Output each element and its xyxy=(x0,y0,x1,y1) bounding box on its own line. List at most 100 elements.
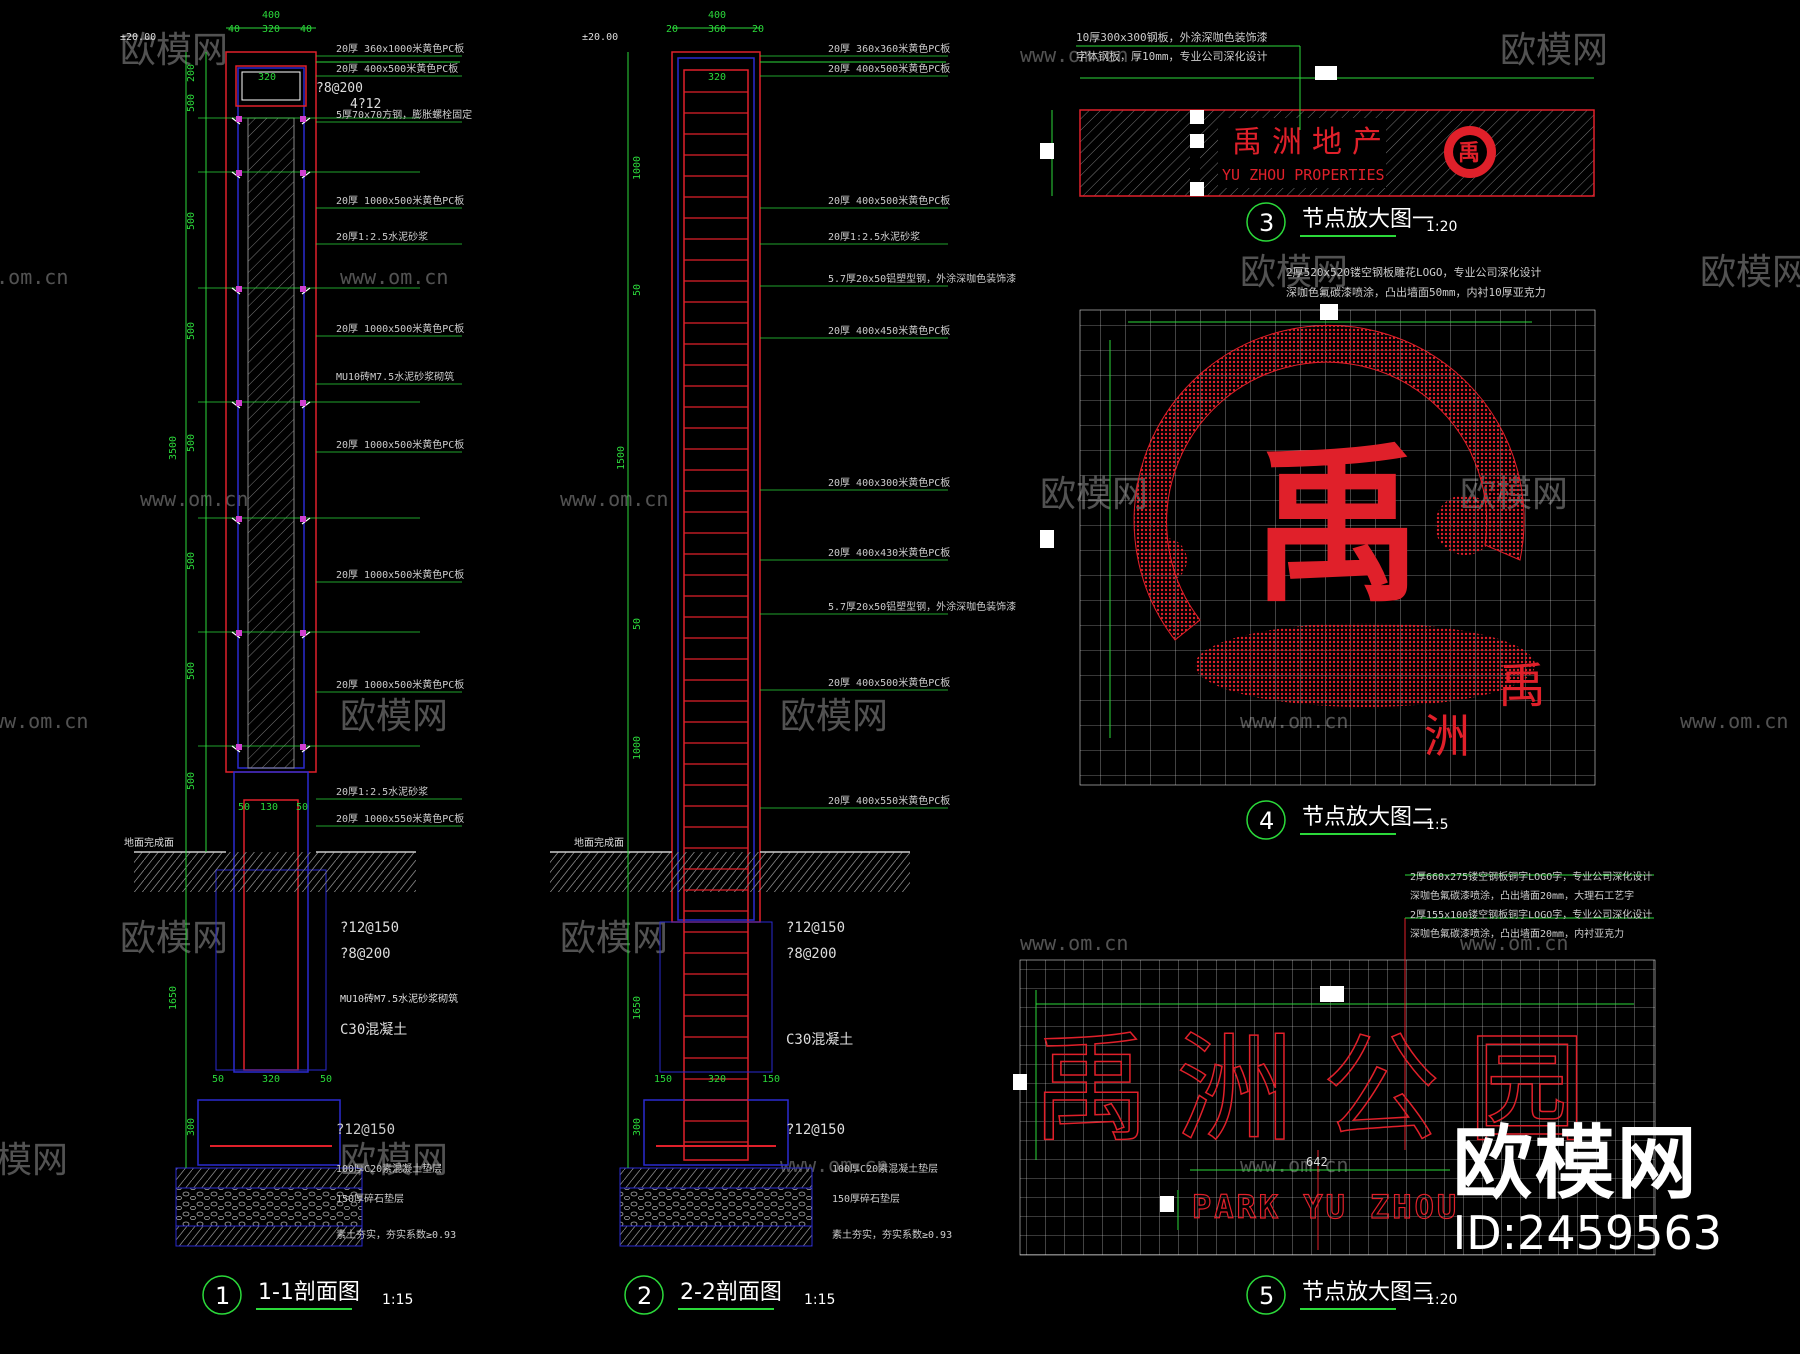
title-number-circle xyxy=(624,1275,664,1315)
title-scale: 1:20 xyxy=(1426,219,1457,235)
section-1-inner-dim: 4?12 xyxy=(350,97,381,112)
section-1-top-dim: 40 xyxy=(300,24,312,35)
section-1-dim: 300 xyxy=(186,1118,197,1136)
section-2-2-panel-joints xyxy=(684,91,748,1143)
watermark-text: www.om.cn xyxy=(0,709,88,733)
section-1-label: MU10砖M7.5水泥砂浆砌筑 xyxy=(336,370,454,383)
section-1-label: 20厚 400x500米黄色PC板 xyxy=(336,62,458,75)
detail-4-note-2: 深咖色氟碳漆喷涂，凸出墙面50mm，内衬10厚亚克力 xyxy=(1286,285,1546,299)
section-1-foot-label: ?8@200 xyxy=(340,946,391,962)
section-2-dim: 1500 xyxy=(616,446,627,470)
section-1-dim: 500 xyxy=(186,552,197,570)
watermark-text: www.om.cn xyxy=(340,265,448,289)
title-number: 5 xyxy=(1259,1282,1274,1310)
section-2-foot-label: 100厚C20素混凝土垫层 xyxy=(832,1162,938,1175)
section-2-dim: 50 xyxy=(632,284,643,296)
section-1-1 xyxy=(134,27,460,1247)
section-2-foot-label: 150厚碎石垫层 xyxy=(832,1192,900,1205)
section-1-inner-dim: 320 xyxy=(262,1074,280,1085)
section-2-ground: 地面完成面 xyxy=(574,836,624,849)
section-1-foot-label: 素土夯实，夯实系数≥0.93 xyxy=(336,1228,456,1241)
section-2-label: 20厚 400x500米黄色PC板 xyxy=(828,194,950,207)
detail-5-dim: 642 xyxy=(1306,1155,1328,1169)
detail-5 xyxy=(1013,874,1656,1256)
title-scale: 1:15 xyxy=(804,1292,835,1308)
section-1-label: 20厚 1000x500米黄色PC板 xyxy=(336,678,464,691)
section-1-dim: 3500 xyxy=(168,436,179,460)
detail-5-note-2: 深咖色氟碳漆喷涂，凸出墙面20mm，大理石工艺字 xyxy=(1410,889,1634,902)
detail-5-texts: 2厚660x275镂空钢板铜字LOGO字，专业公司深化设计 深咖色氟碳漆喷涂，凸… xyxy=(1031,870,1652,1227)
detail-3-sign-cn: 禹洲地产 xyxy=(1232,125,1392,160)
section-1-inner-dim: 130 xyxy=(260,802,278,813)
detail-3-note-2: 字体钢板，厚10mm，专业公司深化设计 xyxy=(1076,49,1268,63)
title-number: 3 xyxy=(1259,209,1274,237)
section-1-foot-label: 100厚C20素混凝土垫层 xyxy=(336,1162,442,1175)
watermark-text: 欧模网 xyxy=(1500,30,1608,71)
section-1-dim: 500 xyxy=(186,662,197,680)
section-2-top-dim: 360 xyxy=(708,24,726,35)
section-2-inner-dim: 150 xyxy=(762,1074,780,1085)
section-1-label: 20厚 1000x550米黄色PC板 xyxy=(336,812,464,825)
section-1-inner-dim: ?8@200 xyxy=(316,81,363,96)
section-2-level: ±20.00 xyxy=(582,32,618,43)
section-1-label: 20厚1:2.5水泥砂浆 xyxy=(336,785,428,798)
detail-3-texts: 10厚300x300钢板，外涂深咖色装饰漆 字体钢板，厚10mm，专业公司深化设… xyxy=(1076,30,1480,184)
section-1-dim: 200 xyxy=(186,64,197,82)
section-1-foot-label: C30混凝土 xyxy=(340,1022,407,1038)
watermark-text: 欧模网 xyxy=(120,918,228,959)
section-1-ground: 地面完成面 xyxy=(124,836,174,849)
detail-5-note-3: 2厚155x100镂空钢板铜字LOGO字，专业公司深化设计 xyxy=(1410,908,1652,921)
detail-4-small-char-1: 禹 xyxy=(1498,658,1546,714)
watermark-text: 欧模网 xyxy=(1240,252,1348,293)
detail-4-texts: 2厚520x520镂空钢板雕花LOGO，专业公司深化设计 深咖色氟碳漆喷涂，凸出… xyxy=(1252,265,1546,763)
section-2-label: 20厚 400x500米黄色PC板 xyxy=(828,62,950,75)
watermark-text: www.om.cn xyxy=(140,487,248,511)
section-1-dim: 500 xyxy=(186,434,197,452)
section-2-foot-label: ?12@150 xyxy=(786,920,845,936)
watermark-text: 欧模网 xyxy=(340,696,448,737)
section-2-inner-dim: 320 xyxy=(708,72,726,83)
section-1-label: 20厚 1000x500米黄色PC板 xyxy=(336,194,464,207)
section-2-inner-dim: 320 xyxy=(708,1074,726,1085)
section-1-foot-label: ?12@150 xyxy=(336,1122,395,1138)
watermark-text: 欧模网 xyxy=(1700,252,1800,293)
section-1-label: 20厚 1000x500米黄色PC板 xyxy=(336,438,464,451)
title-scale: 1:15 xyxy=(382,1292,413,1308)
section-1-foot-label: MU10砖M7.5水泥砂浆砌筑 xyxy=(340,992,458,1005)
section-2-foot-label: ?8@200 xyxy=(786,946,837,962)
section-2-label: 20厚1:2.5水泥砂浆 xyxy=(828,230,920,243)
section-1-inner-dim: 50 xyxy=(320,1074,332,1085)
detail-3 xyxy=(1040,45,1595,197)
watermark-text: www.om.cn xyxy=(1020,931,1128,955)
title-name: 节点放大图一 xyxy=(1302,207,1434,232)
detail-4-logo-char: 禹 xyxy=(1252,428,1422,626)
watermark-text: www.om.cn xyxy=(1460,931,1568,955)
section-1-top-dim: 320 xyxy=(262,24,280,35)
section-1-inner-dim: 320 xyxy=(258,72,276,83)
section-2-top-dim: 20 xyxy=(666,24,678,35)
section-2-label: 5.7厚20x50铝塑型钢，外涂深咖色装饰漆 xyxy=(828,600,1016,613)
section-2-dim: 1650 xyxy=(632,996,643,1020)
title-name: 1-1剖面图 xyxy=(258,1280,360,1305)
title-number-circle xyxy=(1246,202,1286,242)
section-2-label: 20厚 400x430米黄色PC板 xyxy=(828,546,950,559)
section-1-1-ticks xyxy=(198,116,420,753)
section-2-dim: 1000 xyxy=(632,736,643,760)
detail-4 xyxy=(1040,304,1596,786)
section-1-label: 20厚 360x1000米黄色PC板 xyxy=(336,42,464,55)
section-2-dim: 300 xyxy=(632,1118,643,1136)
detail-3-sign-en: YU ZHOU PROPERTIES xyxy=(1222,166,1385,184)
detail-4-small-char-2: 洲 xyxy=(1424,709,1470,763)
title-number-circle xyxy=(1246,1275,1286,1315)
section-2-dim: 1000 xyxy=(632,156,643,180)
detail-3-note-1: 10厚300x300钢板，外涂深咖色装饰漆 xyxy=(1076,30,1268,44)
watermark-text: www.om.cn xyxy=(0,265,68,289)
detail-4-note-1: 2厚520x520镂空钢板雕花LOGO，专业公司深化设计 xyxy=(1286,265,1541,279)
title-name: 节点放大图二 xyxy=(1302,805,1434,830)
title-number: 4 xyxy=(1259,807,1274,835)
brand-name: 欧模网 xyxy=(1452,1117,1699,1210)
title-scale: 1:20 xyxy=(1426,1292,1457,1308)
